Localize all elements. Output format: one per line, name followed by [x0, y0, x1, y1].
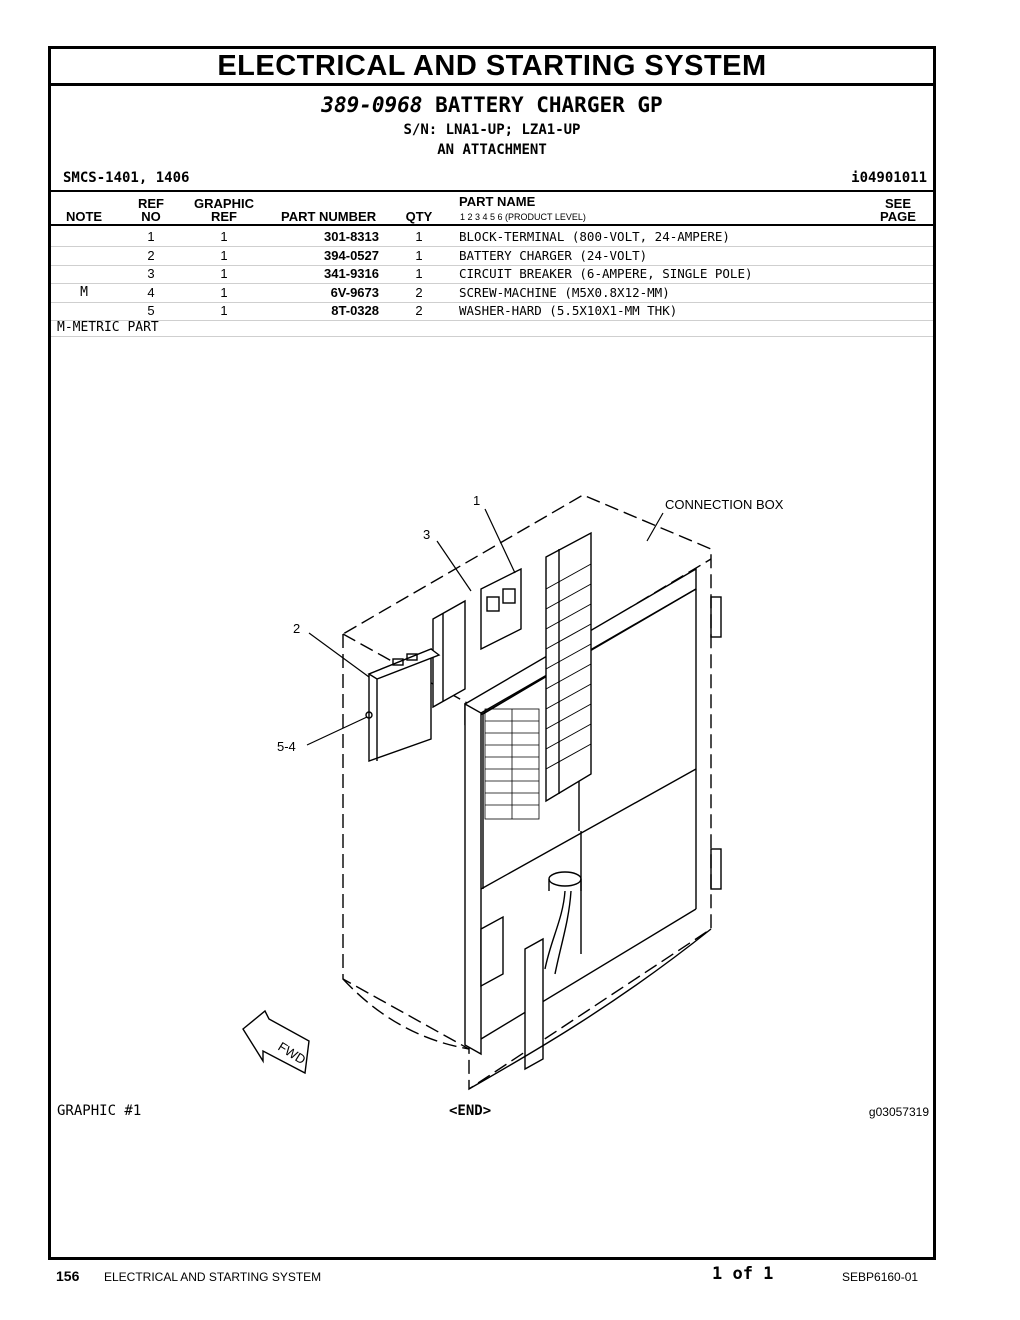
group-title: 389-0968 BATTERY CHARGER GP	[51, 93, 933, 117]
row-qty: 1	[415, 247, 423, 263]
row-qty: 2	[415, 303, 423, 318]
row-part-name: SCREW-MACHINE (M5X0.8X12-MM)	[459, 284, 670, 300]
row-ref-no: 5	[147, 303, 155, 318]
info-id: i04901011	[851, 170, 927, 186]
row-qty: 1	[415, 229, 423, 244]
page-footer: 156 ELECTRICAL AND STARTING SYSTEM 1 of …	[0, 1264, 1020, 1288]
row-note: M	[80, 284, 88, 300]
row-qty: 1	[415, 266, 423, 281]
group-part-number: 389-0968	[321, 93, 423, 117]
row-ref-no: 1	[147, 229, 155, 244]
table-row: 2 1 394-0527 1 BATTERY CHARGER (24-VOLT)	[51, 247, 933, 266]
row-part-number: 8T-0328	[331, 303, 379, 318]
row-graphic-ref: 1	[220, 247, 228, 263]
row-part-name: WASHER-HARD (5.5X10X1-MM THK)	[459, 303, 678, 318]
table-row: M 4 1 6V-9673 2 SCREW-MACHINE (M5X0.8X12-MM)	[51, 284, 933, 303]
header-bottom-rule	[51, 224, 933, 226]
page-title: ELECTRICAL AND STARTING SYSTEM	[51, 49, 933, 86]
page-number: 156	[56, 1268, 80, 1284]
publication-number: SEBP6160-01	[842, 1270, 919, 1284]
header-top-rule	[51, 190, 933, 192]
table-row: 5 1 8T-0328 2 WASHER-HARD (5.5X10X1-MM THK)	[51, 302, 933, 321]
row-part-number: 6V-9673	[330, 284, 379, 300]
col-note: NOTE	[65, 209, 103, 224]
col-see-top: SEE	[884, 196, 911, 211]
callout-5-4: 5-4	[277, 739, 296, 754]
parts-illustration: FWD 1 3 2 5-4 CONNECTION BOX	[242, 493, 784, 1091]
callout-3: 3	[423, 527, 430, 542]
col-part-name: PART NAME	[459, 194, 536, 209]
row-part-name: CIRCUIT BREAKER (6-AMPERE, SINGLE POLE)	[459, 266, 753, 281]
note-rule	[51, 336, 933, 337]
row-part-number: 394-0527	[324, 247, 379, 263]
note-legend: M-METRIC PART	[57, 320, 159, 335]
graphic-label: GRAPHIC #1	[57, 1103, 142, 1119]
row-ref-no: 3	[147, 266, 155, 281]
row-part-name: BLOCK-TERMINAL (800-VOLT, 24-AMPERE)	[459, 229, 730, 244]
graphic-id: g03057319	[868, 1105, 929, 1119]
serial-range: S/N: LNA1-UP; LZA1-UP	[403, 122, 581, 138]
callout-1: 1	[473, 493, 480, 508]
connection-box-label: CONNECTION BOX	[665, 497, 784, 512]
end-marker: <END>	[449, 1103, 492, 1119]
row-part-number: 341-9316	[324, 266, 379, 281]
smcs-codes: SMCS-1401, 1406	[63, 170, 190, 186]
row-qty: 2	[415, 284, 423, 300]
col-graphic-bottom: REF	[211, 209, 237, 224]
col-product-levels: 1 2 3 4 5 6 (PRODUCT LEVEL)	[460, 212, 586, 222]
row-graphic-ref: 1	[220, 229, 228, 244]
footer-section: ELECTRICAL AND STARTING SYSTEM	[104, 1270, 322, 1284]
col-ref-bottom: NO	[141, 209, 161, 224]
table-row: 3 1 341-9316 1 CIRCUIT BREAKER (6-AMPERE, SI…	[51, 265, 933, 284]
col-part-number: PART NUMBER	[281, 209, 377, 224]
row-graphic-ref: 1	[220, 284, 228, 300]
col-see-bottom: PAGE	[880, 209, 916, 224]
row-graphic-ref: 1	[220, 266, 228, 281]
row-graphic-ref: 1	[220, 303, 228, 318]
page-count: 1 of 1	[712, 1264, 774, 1284]
page-frame: ELECTRICAL AND STARTING SYSTEM 389-0968 …	[48, 46, 936, 1260]
col-qty: QTY	[405, 209, 433, 224]
callout-2: 2	[293, 621, 300, 636]
group-name: BATTERY CHARGER GP	[435, 93, 663, 117]
row-part-name: BATTERY CHARGER (24-VOLT)	[459, 247, 648, 263]
col-graphic-top: GRAPHIC	[194, 196, 254, 211]
row-ref-no: 2	[147, 247, 155, 263]
col-ref-top: REF	[138, 196, 164, 211]
group-subtitle: AN ATTACHMENT	[437, 142, 547, 158]
row-ref-no: 4	[147, 284, 155, 300]
table-row: 1 1 301-8313 1 BLOCK-TERMINAL (800-VOLT, 24-…	[51, 228, 933, 247]
row-part-number: 301-8313	[324, 229, 379, 244]
